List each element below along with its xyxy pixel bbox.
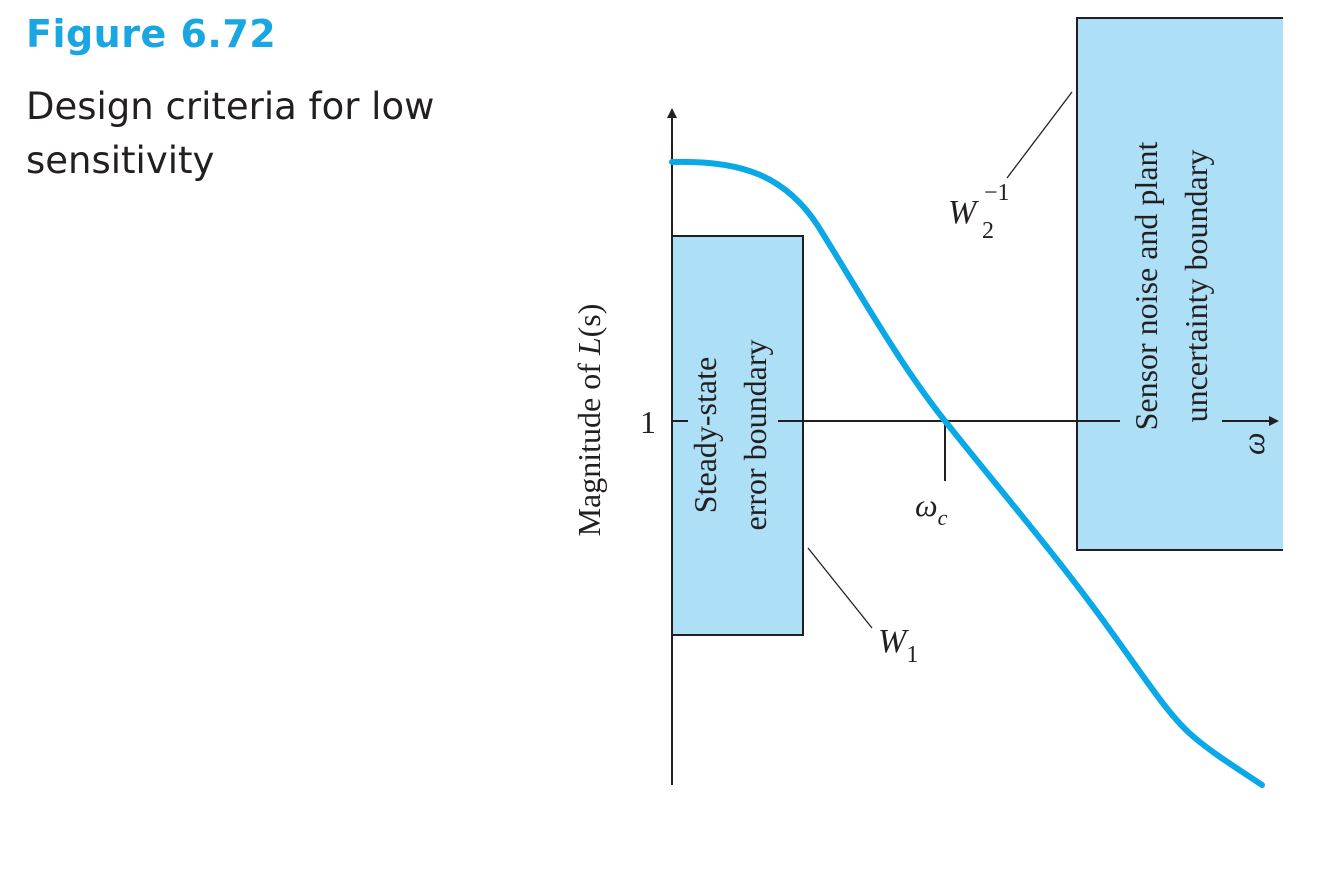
w2-leader-line xyxy=(1006,91,1073,179)
omega-axis-label: ω xyxy=(1235,432,1271,455)
y-axis-label: Magnitude of L(s) xyxy=(571,304,607,537)
w2-inverse-superscript: −1 xyxy=(984,180,1010,206)
w2-inverse-subscript: 2 xyxy=(982,218,994,244)
w1-label: W1 xyxy=(878,623,918,668)
loop-gain-curve xyxy=(669,158,1265,788)
w2-inverse-label: W xyxy=(948,194,979,231)
crossover-label: ωc xyxy=(915,487,948,530)
figure-caption: Design criteria for low sensitivity xyxy=(26,85,435,182)
steady-state-boundary-box xyxy=(671,235,804,636)
w1-leader-line xyxy=(807,547,873,629)
sensor-noise-boundary-box xyxy=(1076,17,1283,551)
sensor-noise-boundary-label-line2: uncertainty boundary xyxy=(1178,150,1214,423)
unity-tick-label: 1 xyxy=(640,404,656,440)
sensor-noise-boundary-label: Sensor noise and plant xyxy=(1128,141,1164,430)
steady-state-boundary-label-line2: error boundary xyxy=(737,339,773,530)
figure-label: Figure 6.72 xyxy=(26,12,277,56)
steady-state-boundary-label: Steady-state xyxy=(687,357,723,513)
